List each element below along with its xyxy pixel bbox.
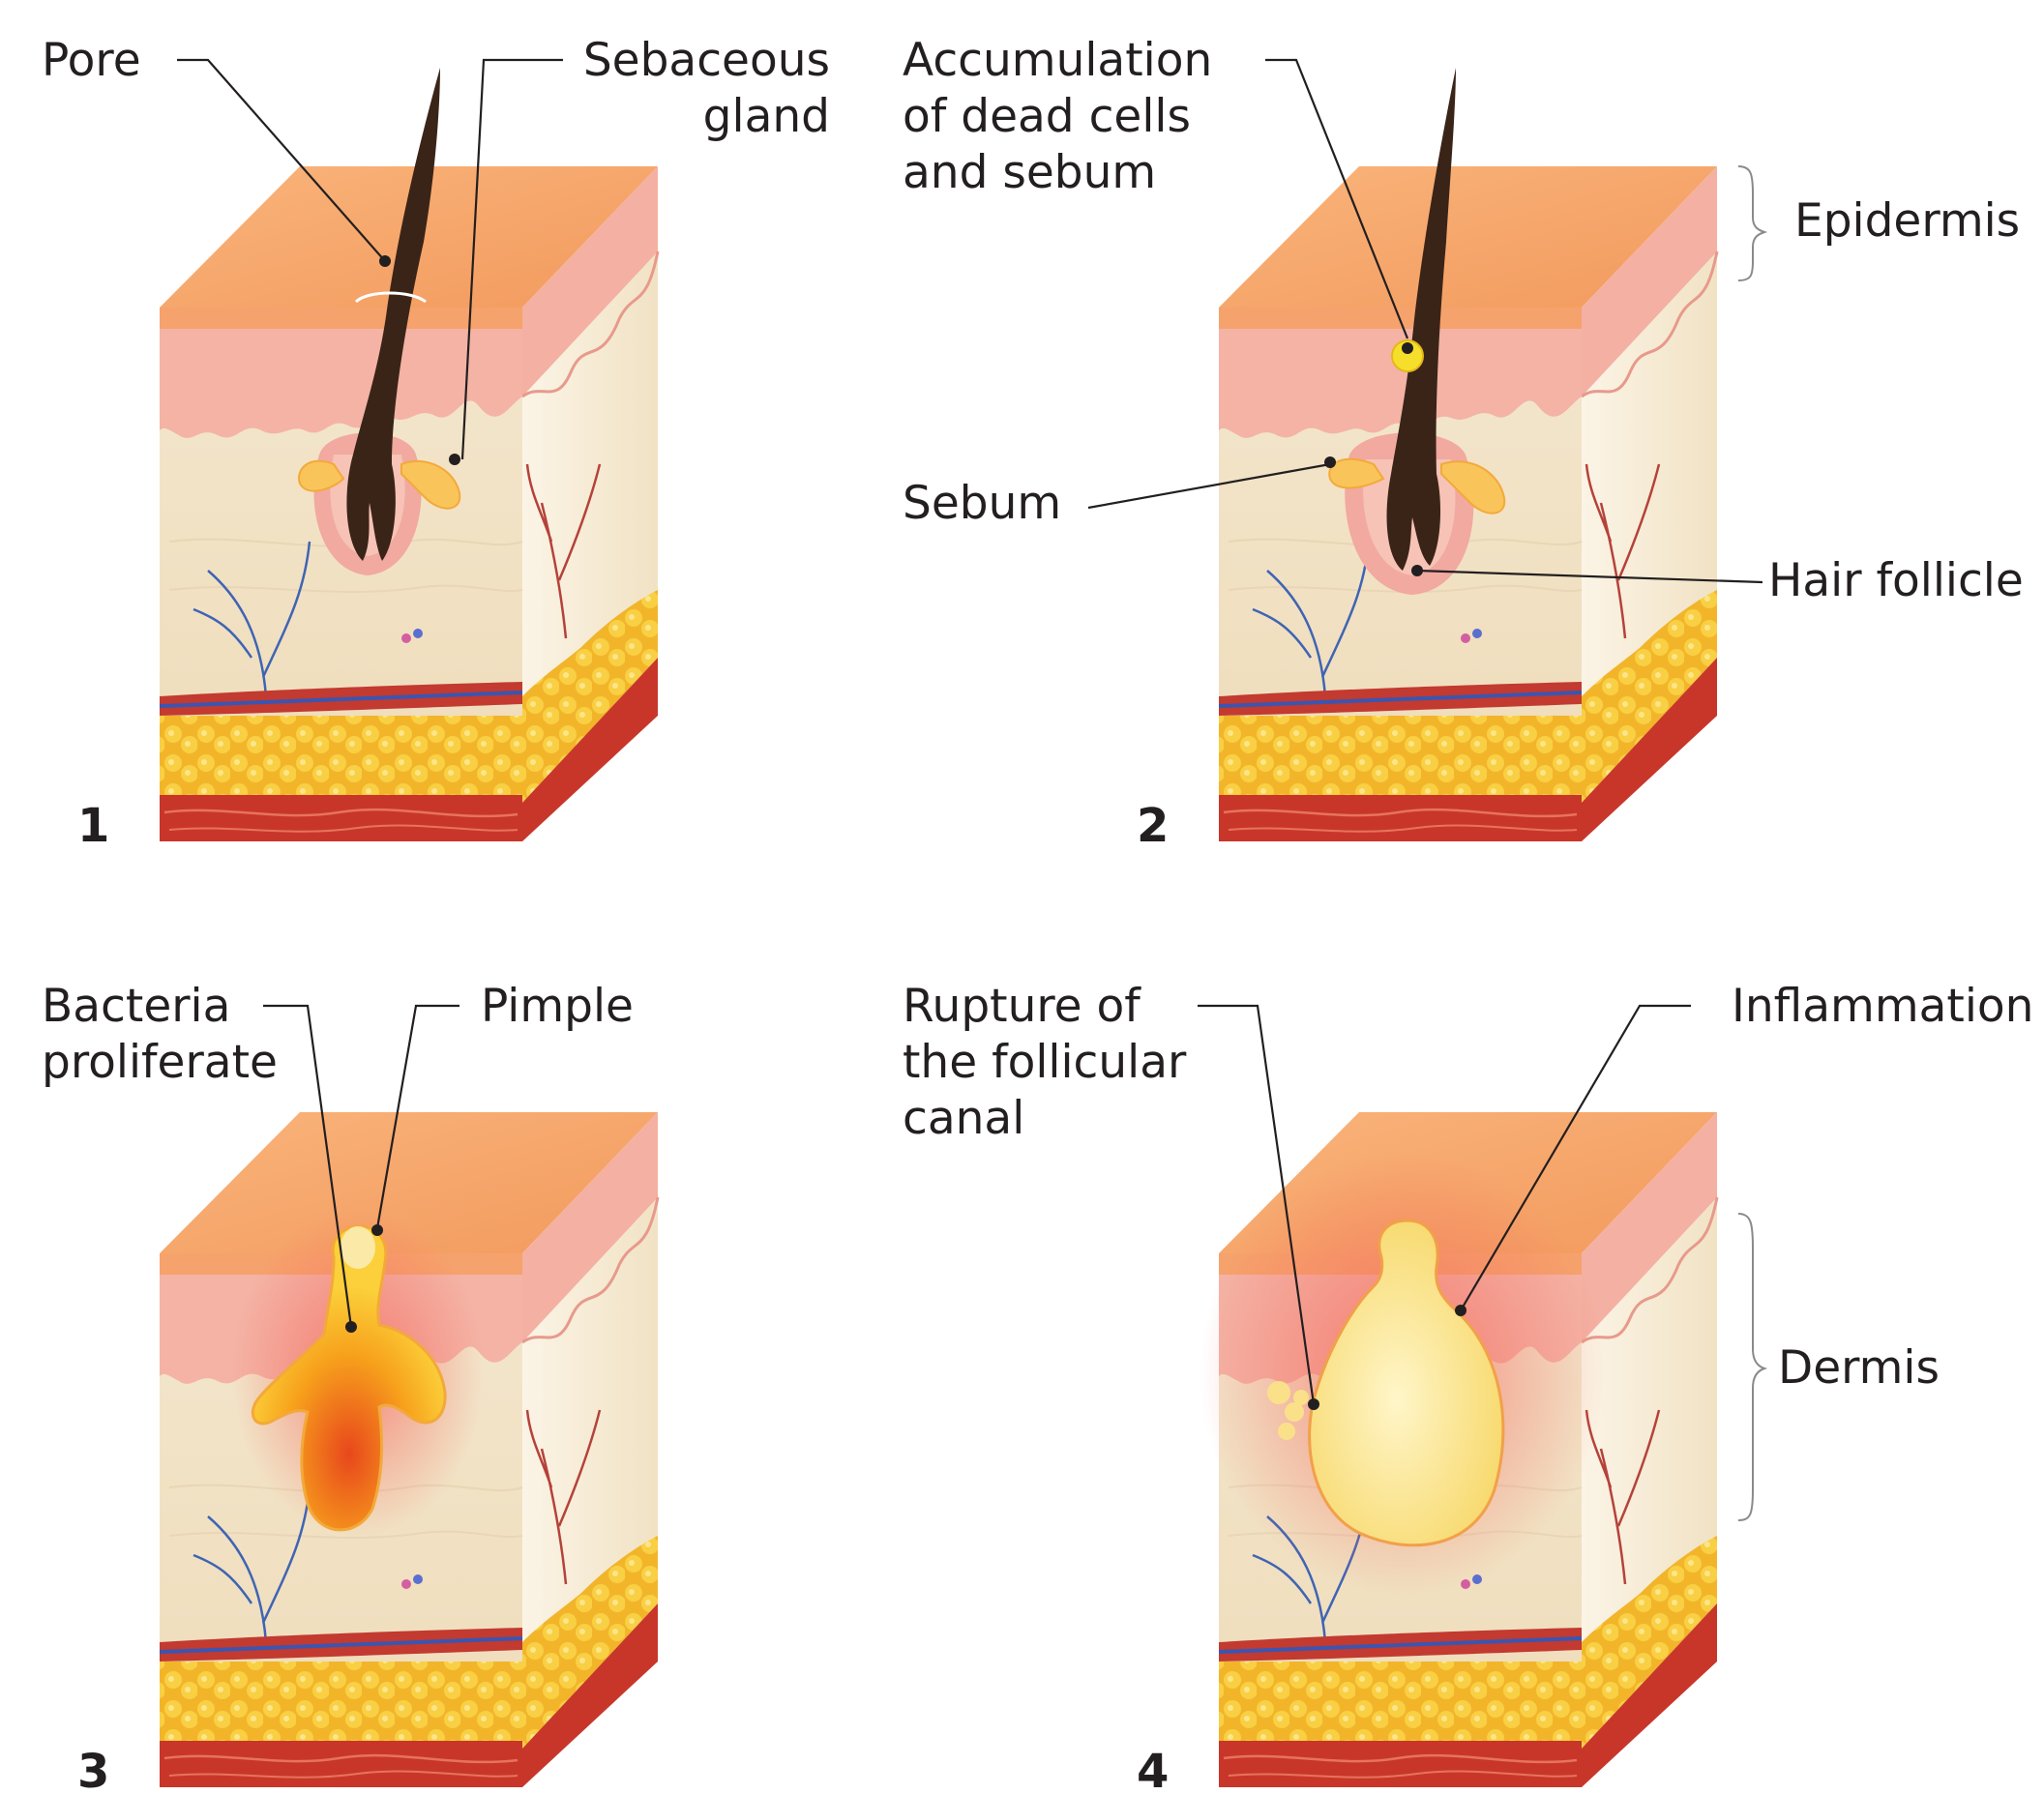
accumulation-label-2: of dead cells: [903, 90, 1191, 143]
accumulation-label: Accumulation: [903, 34, 1212, 87]
pore-label: Pore: [42, 34, 141, 87]
rupture-label-2: the follicular: [903, 1036, 1187, 1089]
sebaceous-gland-label: Sebaceous: [583, 34, 830, 87]
panel-number-4: 4: [1137, 1745, 1169, 1794]
bacteria-label-2: proliferate: [42, 1036, 278, 1089]
pimple-label: Pimple: [481, 980, 634, 1033]
panel-number-3: 3: [77, 1745, 109, 1794]
sebum-label: Sebum: [903, 477, 1061, 530]
hair-follicle-label: Hair follicle: [1768, 554, 2024, 607]
epidermis-label: Epidermis: [1794, 194, 2020, 248]
panel-3: Bacteria proliferate Pimple 3: [42, 980, 658, 1794]
panel-number-1: 1: [77, 799, 109, 853]
panel-1: Pore Sebaceous gland 1: [42, 34, 830, 853]
sebaceous-gland-label-2: gland: [703, 90, 830, 143]
bacteria-label: Bacteria: [42, 980, 230, 1033]
dermis-label: Dermis: [1778, 1341, 1940, 1395]
accumulation-label-3: and sebum: [903, 146, 1156, 199]
panel-2: Accumulation of dead cells and sebum Epi…: [903, 34, 2024, 853]
panel-number-2: 2: [1137, 799, 1169, 853]
rupture-label: Rupture of: [903, 980, 1141, 1033]
panel-4: Rupture of the follicular canal Inflamma…: [903, 980, 2033, 1794]
rupture-label-3: canal: [903, 1092, 1024, 1145]
inflammation-label: Inflammation: [1732, 980, 2033, 1033]
